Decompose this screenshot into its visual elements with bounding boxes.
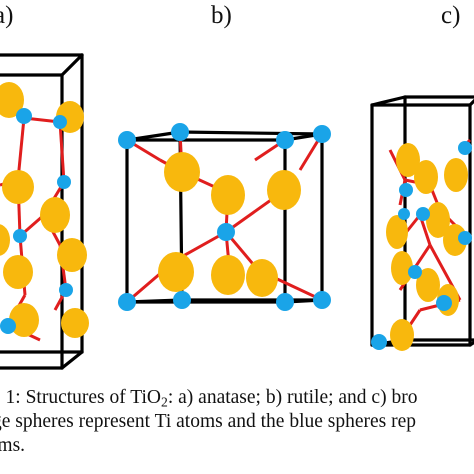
rutile-unit-cell [118,123,331,311]
o-atom-sphere [173,291,191,309]
cell-edge [178,130,324,136]
tio2-structures-figure [0,53,474,370]
caption-line-1-end: : a) anatase; b) rutile; and c) bro [167,387,418,408]
panel-label-c: c) [441,2,461,29]
o-atom-sphere [399,183,413,197]
o-atom-sphere [458,231,472,245]
ti-atom-sphere [57,238,87,272]
o-atom-sphere [398,208,410,220]
o-atom-sphere [0,318,16,334]
cell-edge [468,98,474,107]
panel-label-b: b) [211,2,232,29]
o-atom-sphere [458,141,472,155]
o-atom-sphere [313,291,331,309]
o-atom-sphere [59,283,73,297]
o-atom-sphere [13,229,27,243]
ti-atom-sphere [414,160,438,194]
ti-atom-sphere [396,143,420,177]
o-atom-sphere [276,131,294,149]
o-atom-sphere [118,131,136,149]
ti-atom-sphere [211,175,245,215]
cell-edge [60,53,84,77]
o-atom-sphere [118,293,136,311]
panel-label-a: a) [0,2,14,29]
ti-atom-sphere [211,255,245,295]
caption-line-2: ge spheres represent Ti atoms and the bl… [0,411,417,432]
o-atom-sphere [171,123,189,141]
ti-atom-sphere [40,197,70,233]
caption-line-3: tms. [0,435,26,456]
o-atom-sphere [371,334,387,350]
o-atom-sphere [408,265,422,279]
ti-atom-sphere [2,170,34,204]
ti-atom-sphere [158,252,194,292]
o-atom-sphere [16,108,32,124]
caption-subscript: 2 [161,394,168,410]
ti-atom-sphere [61,308,89,338]
ti-atom-sphere [386,215,408,249]
ti-atom-sphere [426,202,450,238]
anatase-unit-cell [0,53,89,370]
bond-line [58,121,66,183]
cell-edge [468,340,474,347]
ti-atom-sphere [9,303,39,337]
cell-edge [125,298,184,304]
ti-atom-sphere [390,319,414,351]
cell-edge [60,350,84,370]
bond-line [16,117,26,181]
o-atom-sphere [57,175,71,189]
ti-atom-sphere [443,224,467,256]
ti-atom-sphere [267,170,301,210]
ti-atom-sphere [0,82,24,118]
cell-edge [370,95,407,107]
ti-atom-sphere [444,158,468,192]
o-atom-sphere [217,223,235,241]
ti-atom-sphere [246,259,278,297]
brookite-unit-cell [370,95,474,351]
caption-line-1: e 1: Structures of TiO2: a) anatase; b) … [0,386,474,410]
ti-atom-sphere [0,224,10,256]
ti-atom-sphere [416,268,440,302]
o-atom-sphere [313,125,331,143]
caption-line-1-start: e 1: Structures of TiO [0,387,162,408]
o-atom-sphere [53,115,67,129]
ti-atom-sphere [164,152,200,192]
ti-atom-sphere [3,255,33,289]
o-atom-sphere [276,293,294,311]
o-atom-sphere [436,295,452,311]
ti-atom-sphere [391,251,413,285]
o-atom-sphere [416,207,430,221]
